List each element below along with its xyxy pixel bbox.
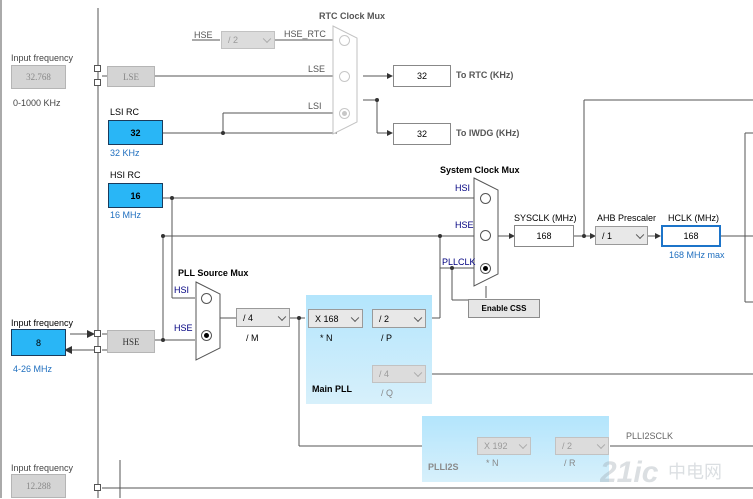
hse-rtc-label: HSE_RTC [284,29,326,39]
pllsrc-hse-radio[interactable] [201,330,212,341]
main-pll-title: Main PLL [312,384,352,394]
plli2s-n-multiplier-select[interactable]: X 192 [477,437,531,455]
hclk-label: HCLK (MHz) [668,213,719,223]
dropdown-chevron-icon [518,440,528,450]
system-clock-mux-title: System Clock Mux [440,165,520,175]
sysmux-hse-radio[interactable] [480,230,491,241]
lsi-rc-value: 32 [108,120,163,145]
rtc-hse-label: HSE [194,30,213,40]
pll-n-label: * N [320,333,333,343]
to-rtc-label: To RTC (KHz) [456,70,514,80]
lse-frequency-range: 0-1000 KHz [13,98,61,108]
plli2s-title: PLLI2S [428,462,459,472]
sysmux-hse-label: HSE [455,220,474,230]
pll-m-label: / M [246,333,259,343]
watermark-logo: 21ic 中电网 [599,452,750,494]
hse-pin-square [94,346,101,353]
dropdown-chevron-icon [277,312,287,321]
lsi-rc-unit: 32 KHz [110,148,140,158]
hse-oscillator[interactable]: HSE [107,330,155,353]
rtc-lsi-label: LSI [308,101,322,111]
dropdown-chevron-icon [413,313,423,322]
rtc-mux-lsi-radio[interactable] [339,108,350,119]
rtc-clock-mux-title: RTC Clock Mux [319,11,386,21]
enable-css-button[interactable]: Enable CSS [468,299,540,318]
ahb-prescaler-select[interactable]: / 1 [595,226,648,245]
pllsrc-hsi-label: HSI [174,285,190,295]
sysclk-label: SYSCLK (MHz) [514,213,577,223]
sysmux-hsi-radio[interactable] [480,193,491,204]
pllsrc-hse-label: HSE [174,323,193,333]
svg-text:21ic: 21ic [600,456,659,489]
hse-input-frequency-label: Input frequency [11,318,74,328]
to-iwdg-label: To IWDG (KHz) [456,128,520,138]
rtc-frequency-value: 32 [393,65,451,87]
dropdown-chevron-icon [350,313,360,322]
hse-rtc-divider-select[interactable]: / 2 [221,31,275,49]
pll-source-mux-title: PLL Source Mux [178,268,249,278]
plli2s-r-label: / R [564,458,576,468]
i2s-pin-square [94,484,101,491]
watermark-text: 中电网 [668,462,722,483]
hsi-rc-value: 16 [108,183,163,208]
dropdown-chevron-icon [413,368,423,378]
dropdown-chevron-icon [596,440,606,450]
hsi-rc-unit: 16 MHz [110,210,142,220]
watermark-logo-graphic: 21ic [599,456,659,489]
pll-n-multiplier-select[interactable]: X 168 [308,309,363,328]
lse-input-frequency-field[interactable]: 32.768 [11,65,66,89]
plli2s-n-label: * N [486,458,499,468]
pll-p-divider-select[interactable]: / 2 [372,309,426,328]
sysmux-hsi-label: HSI [455,183,471,193]
iwdg-frequency-value: 32 [393,123,451,145]
hse-input-frequency-field[interactable]: 8 [11,329,66,356]
sysmux-pllclk-radio[interactable] [480,263,491,274]
i2s-input-frequency-label: Input frequency [11,463,74,473]
pll-m-divider-select[interactable]: / 4 [236,308,290,327]
pll-q-label: / Q [381,388,394,398]
rtc-lse-label: LSE [308,64,326,74]
sysclk-value: 168 [514,225,574,247]
pll-p-label: / P [381,333,393,343]
rtc-mux-lse-radio[interactable] [339,71,350,82]
lse-pin-square [94,65,101,72]
hse-pin-square [94,330,101,337]
i2s-input-frequency-field[interactable]: 12.288 [11,474,66,498]
lse-oscillator[interactable]: LSE [107,66,155,87]
ahb-prescaler-label: AHB Prescaler [597,213,657,223]
pllsrc-hsi-radio[interactable] [201,293,212,304]
hse-frequency-range: 4-26 MHz [13,364,53,374]
pll-q-divider-select[interactable]: / 4 [372,365,426,383]
sysmux-pllclk-label: PLLCLK [442,257,476,267]
plli2sclk-label: PLLI2SCLK [626,431,674,441]
dropdown-chevron-icon [635,230,645,239]
lsi-rc-title: LSI RC [110,107,140,117]
lse-input-frequency-label: Input frequency [11,53,74,63]
hclk-max-label: 168 MHz max [669,250,725,260]
rtc-mux-hse-radio[interactable] [339,35,350,46]
hsi-rc-title: HSI RC [110,170,141,180]
lse-pin-square [94,79,101,86]
hclk-input[interactable]: 168 [661,225,721,247]
dropdown-chevron-icon [262,34,272,44]
plli2s-r-divider-select[interactable]: / 2 [555,437,609,455]
